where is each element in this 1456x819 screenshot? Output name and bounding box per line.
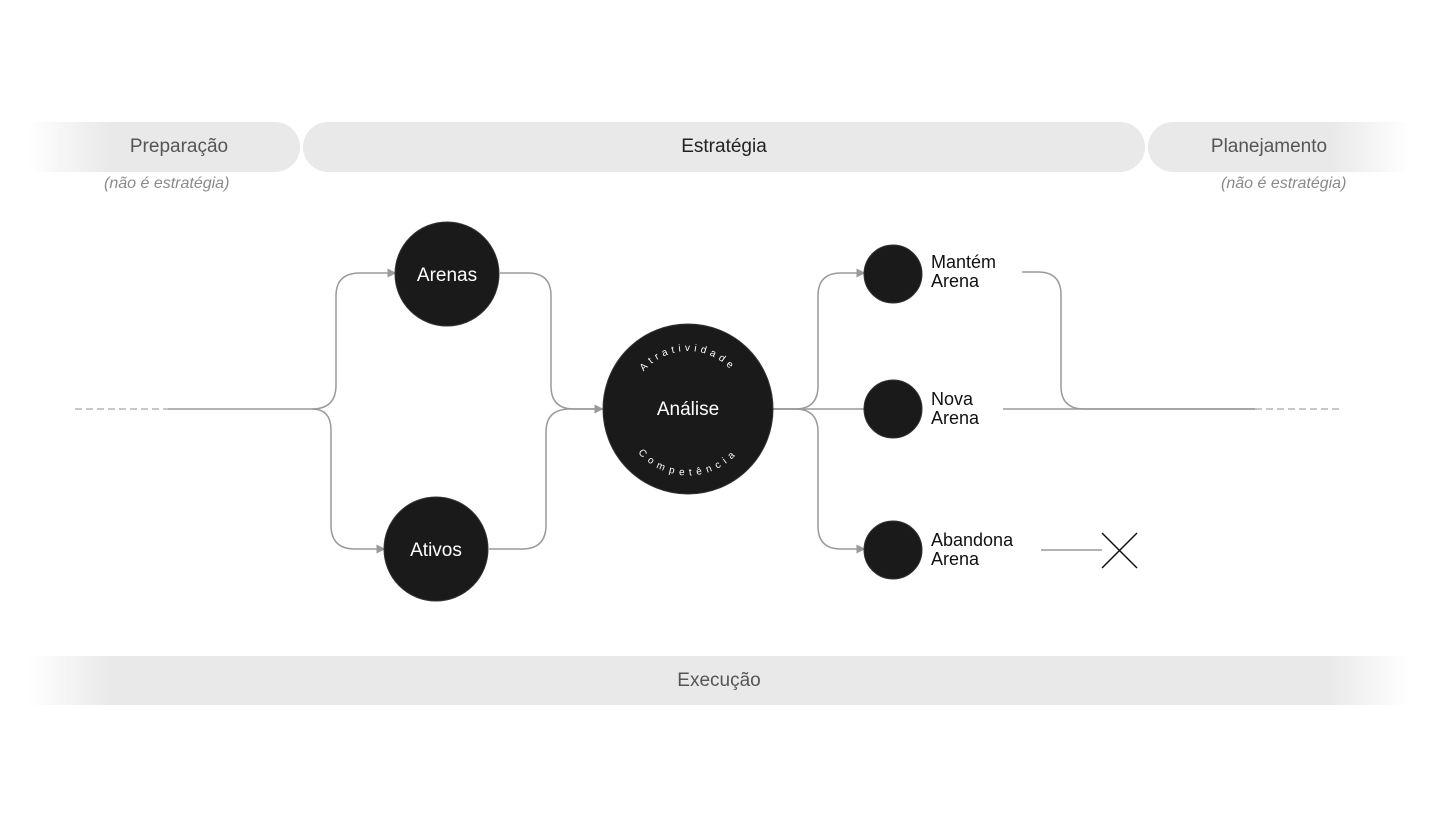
node-nova	[863, 379, 923, 439]
band-planejamento: Planejamento	[1148, 122, 1410, 172]
band-execucao: Execução	[28, 656, 1410, 705]
connector-to-arenas	[311, 268, 397, 410]
connector-arenas-to-analise	[500, 272, 604, 414]
outcome-mantem-label: Mantém Arena	[931, 253, 996, 291]
connector-to-mantem	[772, 268, 866, 410]
band-preparacao: Preparação	[28, 122, 300, 172]
outcome-nova-label: Nova Arena	[931, 390, 979, 428]
outcome-abandona-label: Abandona Arena	[931, 531, 1013, 569]
node-mantem	[863, 244, 923, 304]
band-estrategia: Estratégia	[303, 122, 1145, 172]
node-abandona	[863, 520, 923, 580]
node-ativos-label: Ativos	[410, 540, 462, 561]
outcome-mantem-line1: Mantém	[931, 252, 997, 272]
note-planejamento: (não é estratégia)	[1221, 175, 1347, 192]
node-analise-label: Análise	[657, 399, 719, 420]
band-execucao-label: Execução	[677, 669, 761, 691]
connector-to-abandona	[772, 408, 866, 554]
node-ativos: Ativos	[383, 496, 489, 602]
outcome-nova-line2: Arena	[931, 408, 980, 428]
note-preparacao: (não é estratégia)	[104, 175, 230, 192]
outcome-abandona-line1: Abandona	[931, 530, 1014, 550]
outcome-nova-line1: Nova	[931, 389, 974, 409]
node-arenas: Arenas	[394, 221, 500, 327]
node-analise: Análise Atratividade Competência	[602, 323, 774, 495]
band-estrategia-label: Estratégia	[681, 136, 767, 157]
close-icon	[1101, 532, 1138, 569]
node-arenas-label: Arenas	[417, 265, 477, 286]
connector-mantem-exit	[1022, 271, 1255, 410]
outcome-mantem-line2: Arena	[931, 271, 980, 291]
band-planejamento-label: Planejamento	[1210, 136, 1328, 157]
outcome-abandona-line2: Arena	[931, 549, 980, 569]
connector-to-ativos	[311, 408, 386, 554]
band-preparacao-label: Preparação	[129, 136, 229, 157]
connector-ativos-to-analise	[489, 408, 602, 550]
